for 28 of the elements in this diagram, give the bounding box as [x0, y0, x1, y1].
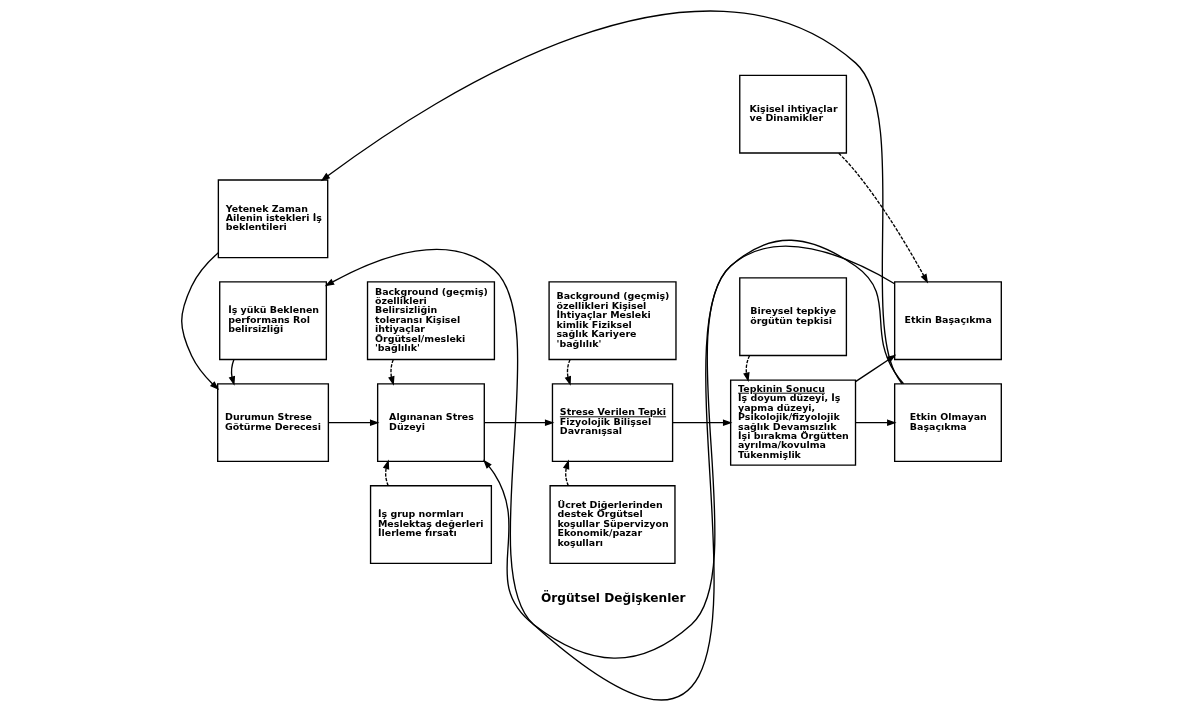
node-box: Yetenek Zaman Ailenin istekleri İş beklentileri: [217, 179, 329, 259]
node-box: Ücret Diğerlerinden destek Örgütsel koşullar Süpervizyon Ekonomik/pazar koşulları: [549, 485, 676, 565]
node-box: Strese Verilen Tepki Fizyolojik Bilişsel Davranışsal: [551, 383, 674, 463]
arrow: [320, 10, 903, 385]
arrow: [854, 419, 897, 426]
arrow: [838, 152, 929, 284]
arrow: [388, 358, 395, 386]
node-box: İş grup normları Meslektaş değerleri İlerleme fırsatı: [369, 485, 493, 565]
node-box: Etkin Başaçıkma: [894, 281, 1002, 361]
node-box: İş yükü Beklenen performans Rol belirsizliği: [219, 281, 328, 361]
arrow: [324, 239, 905, 700]
arrow: [327, 419, 380, 426]
node-box: Background (geçmiş) özellikleri Belirsizliğin toleransı Kişisel ihtiyaçlar Örgütsel/mesleki 'bağlılık': [366, 281, 496, 361]
node-box: Tepkinin Sonucu İş doyum düzeyi, İş yapma düzeyi, Psikolojik/fizyolojik sağlık Devamsızlık İşi bırakma Örgütten ayrılma/kovulma Tükenmişlik: [729, 379, 857, 466]
node-box: Durumun Strese Götürme Derecesi: [217, 383, 330, 463]
arrow: [562, 459, 570, 487]
node-box: Bireysel tepkiye örgütün tepkisi: [739, 277, 848, 357]
arrow: [564, 358, 572, 386]
arrow: [483, 419, 555, 426]
arrow: [743, 354, 751, 382]
arrow: [181, 252, 220, 390]
node-box: Kişisel ihtiyaçlar ve Dinamikler: [739, 74, 848, 154]
node-box: Etkin Olmayan Başaçıkma: [894, 383, 1002, 463]
node-box: Background (geçmiş) özellikleri Kişisel İhtiyaçlar Mesleki kimlik Fiziksel sağlık Kariyere 'bağlılık': [548, 281, 677, 361]
node-box: Algınanan Stres Düzeyi: [376, 383, 485, 463]
arrow: [671, 419, 733, 426]
arrow: [382, 459, 390, 487]
label: Örgütsel Değişkenler: [540, 591, 686, 606]
